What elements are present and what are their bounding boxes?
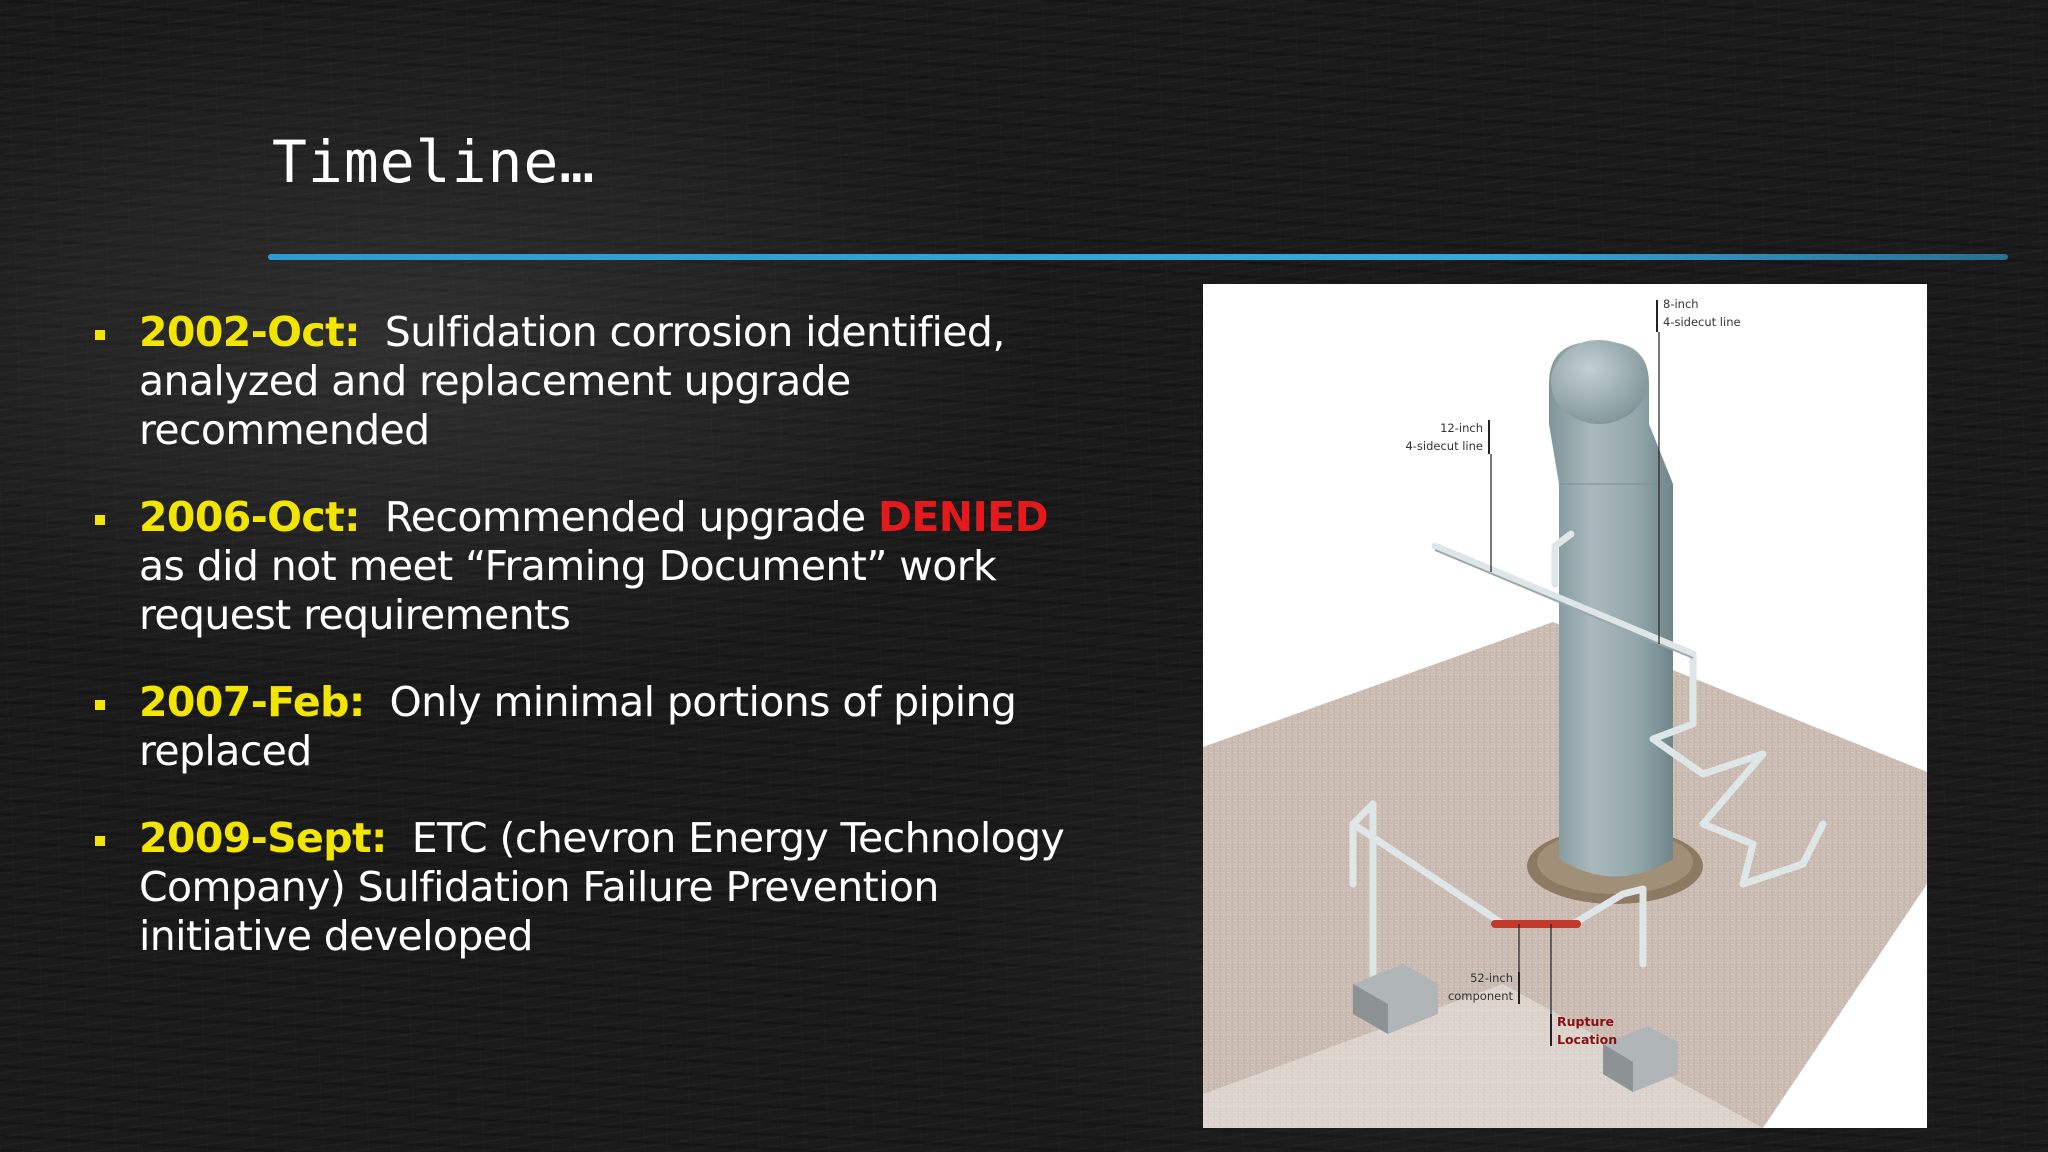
timeline-text: Only minimal portions of piping replaced [139,678,1017,775]
label-8-inch: 8-inch [1663,297,1699,311]
label-location: Location [1557,1032,1617,1047]
label-12-inch: 12-inch [1440,421,1483,435]
label-52-inch: 52-inch [1470,971,1513,985]
bullet-square-icon [95,330,105,340]
label-12-inch-sidecut: 4-sidecut line [1405,439,1483,453]
timeline-text: ETC (chevron Energy Technology Company) … [139,814,1065,960]
timeline-date: 2002-Oct: [139,308,360,356]
timeline-item: 2006-Oct: Recommended upgrade DENIED as … [92,493,1092,640]
diagram-labels: 8-inch 4-sidecut line 12-inch 4-sidecut … [1405,297,1741,1047]
sidecut-12-inch-pipe [1431,530,1827,888]
timeline-text: Sulfidation corrosion identified, analyz… [139,308,1005,454]
label-rupture: Rupture [1557,1014,1614,1029]
piping-diagram-figure: 8-inch 4-sidecut line 12-inch 4-sidecut … [1203,284,1927,1128]
timeline-text: as did not meet “Framing Document” work … [139,542,997,639]
timeline-item: 2002-Oct: Sulfidation corrosion identifi… [92,308,1092,455]
timeline-item: 2007-Feb: Only minimal portions of pipin… [92,678,1092,776]
timeline-text: Recommended upgrade [384,493,866,541]
distillation-column [1549,342,1673,877]
title-underline [268,254,2008,260]
timeline-date: 2007-Feb: [139,678,365,726]
timeline-date: 2006-Oct: [139,493,360,541]
timeline-list: 2002-Oct: Sulfidation corrosion identifi… [92,308,1092,999]
bullet-square-icon [95,700,105,710]
label-8-inch-sidecut: 4-sidecut line [1663,315,1741,329]
denied-highlight: DENIED [877,493,1049,541]
slide-title: Timeline… [272,128,596,196]
bullet-square-icon [95,836,105,846]
timeline-item: 2009-Sept: ETC (chevron Energy Technolog… [92,814,1092,961]
concrete-supports [1353,964,1678,1092]
bullet-square-icon [95,515,105,525]
timeline-date: 2009-Sept: [139,814,387,862]
piping-diagram [1203,300,1927,1128]
callout-lines [1488,300,1660,1046]
label-component: component [1448,989,1514,1003]
